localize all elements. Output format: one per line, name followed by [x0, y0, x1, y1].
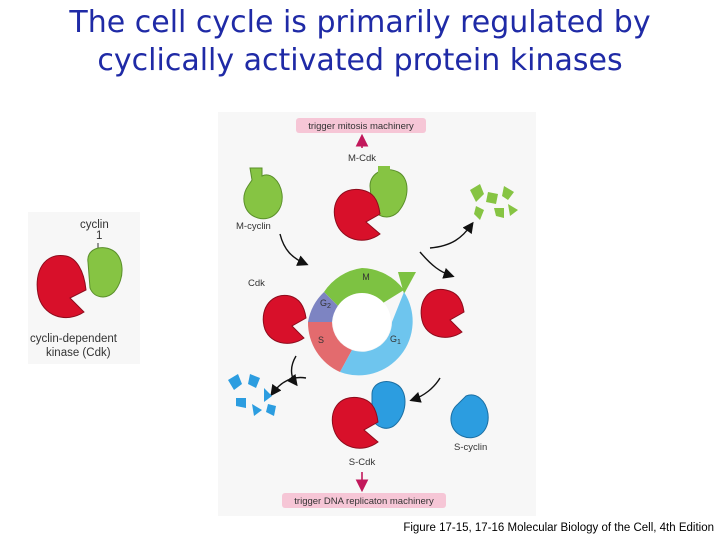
arrow-lower-left [286, 355, 298, 387]
m-cdk-complex [333, 166, 408, 241]
m-cyclin-label: M-cyclin [236, 221, 271, 232]
cdk-right [420, 288, 465, 338]
s-cdk-label: S-Cdk [349, 457, 376, 468]
phase-s-label: S [318, 335, 324, 345]
degraded-m-cyclin [470, 184, 518, 220]
title-line-2: cyclically activated protein kinases [97, 43, 623, 78]
arrow-upper-right-down [419, 251, 455, 279]
arrow-upper-right-out [429, 221, 474, 249]
inset-kinase-label-1: cyclin-dependent [30, 333, 118, 345]
top-banner: trigger mitosis machinery [296, 118, 426, 133]
figure-caption: Figure 17-15, 17-16 Molecular Biology of… [403, 522, 714, 534]
degraded-s-cyclin [228, 374, 276, 416]
cycle-ring [307, 268, 416, 376]
inset-complex [36, 247, 123, 319]
phase-g1-label: G1 [390, 334, 401, 346]
m-cyclin-free [243, 167, 283, 220]
arrow-upper-left [279, 233, 309, 266]
s-cdk-complex [331, 381, 406, 449]
phase-g2-label: G2 [320, 298, 331, 310]
bottom-banner-text: trigger DNA replicaton machinery [294, 496, 434, 507]
phase-m-label: M [362, 272, 370, 282]
slide-title: The cell cycle is primarily regulated by… [0, 4, 720, 80]
s-cyclin-free [450, 394, 489, 439]
cdk-left [262, 294, 307, 344]
inset-kinase-label-2: kinase (Cdk) [46, 347, 111, 359]
top-banner-text: trigger mitosis machinery [308, 121, 414, 132]
m-cdk-label: M-Cdk [348, 153, 376, 164]
bottom-banner: trigger DNA replicaton machinery [282, 493, 446, 508]
arrow-lower-right [409, 377, 441, 403]
cdk-label: Cdk [248, 278, 265, 289]
inset-cyclin-number: 1 [96, 230, 102, 242]
inset-cyclin-label: cyclin [80, 219, 109, 231]
s-cyclin-label: S-cyclin [454, 442, 487, 453]
title-line-1: The cell cycle is primarily regulated by [69, 5, 651, 40]
